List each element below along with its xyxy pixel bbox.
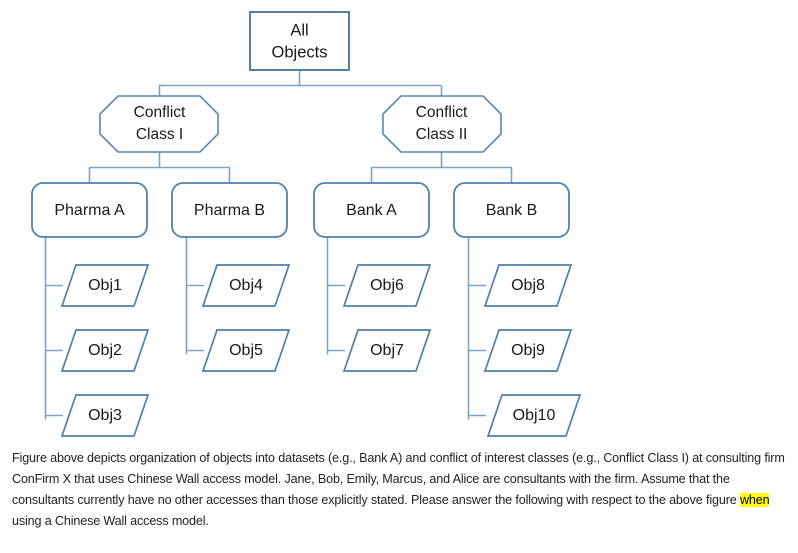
obj1-shape [60, 264, 150, 307]
conflict-class-2-shape [382, 95, 502, 153]
node-obj7[interactable]: Obj7 [342, 329, 432, 372]
obj10-shape [486, 394, 582, 437]
connector-group-class1-to-datasets [88, 152, 231, 183]
pharma-b-shape [171, 182, 288, 238]
obj9-shape [483, 329, 573, 372]
obj2-label: Obj2 [88, 342, 122, 359]
obj8-label: Obj8 [511, 277, 545, 294]
connector-group-pharma-a-objects [44, 237, 63, 420]
obj9-label: Obj9 [511, 342, 545, 359]
obj6-shape [342, 264, 432, 307]
obj3-shape [60, 394, 150, 437]
bank-b-label: Bank B [486, 202, 538, 219]
conflict-class-2-label-line1: Conflict [416, 104, 468, 121]
pharma-b-label: Pharma B [194, 202, 265, 219]
obj2-shape [60, 329, 150, 372]
obj6-label: Obj6 [370, 277, 404, 294]
node-obj4[interactable]: Obj4 [201, 264, 291, 307]
obj5-label: Obj5 [229, 342, 263, 359]
node-conflict-class-2[interactable]: Conflict Class II [382, 95, 502, 153]
node-obj3[interactable]: Obj3 [60, 394, 150, 437]
figure-caption: Figure above depicts organization of obj… [12, 448, 788, 532]
obj7-label: Obj7 [370, 342, 404, 359]
bank-a-shape [313, 182, 430, 238]
pharma-a-shape [31, 182, 148, 238]
conflict-class-1-label-line2: Class I [136, 126, 183, 143]
obj4-label: Obj4 [229, 277, 263, 294]
all-objects-label-line2: Objects [272, 43, 328, 61]
node-obj6[interactable]: Obj6 [342, 264, 432, 307]
connector-group-pharma-b-objects [185, 237, 204, 355]
node-bank-b[interactable]: Bank B [453, 182, 570, 238]
node-conflict-class-1[interactable]: Conflict Class I [99, 95, 219, 153]
node-pharma-b[interactable]: Pharma B [171, 182, 288, 238]
bank-b-shape [453, 182, 570, 238]
node-pharma-a[interactable]: Pharma A [31, 182, 148, 238]
all-objects-label-line1: All [290, 21, 308, 39]
conflict-class-1-shape [99, 95, 219, 153]
connector-group-root-to-classes [158, 70, 443, 96]
node-obj10[interactable]: Obj10 [486, 394, 582, 437]
obj8-shape [483, 264, 573, 307]
node-obj9[interactable]: Obj9 [483, 329, 573, 372]
connector-group-bank-b-objects [467, 237, 486, 420]
hierarchy-diagram-svg: All Objects Conflict Class I Conflict Cl… [31, 11, 582, 437]
connector-group-class2-to-datasets [370, 152, 513, 183]
obj1-label: Obj1 [88, 277, 122, 294]
obj10-label: Obj10 [513, 407, 556, 424]
obj3-label: Obj3 [88, 407, 122, 424]
node-obj2[interactable]: Obj2 [60, 329, 150, 372]
conflict-class-1-label-line1: Conflict [134, 104, 186, 121]
obj4-shape [201, 264, 291, 307]
bank-a-label: Bank A [346, 202, 397, 219]
caption-text-part2: using a Chinese Wall access model. [12, 514, 209, 528]
node-bank-a[interactable]: Bank A [313, 182, 430, 238]
node-obj1[interactable]: Obj1 [60, 264, 150, 307]
obj7-shape [342, 329, 432, 372]
obj5-shape [201, 329, 291, 372]
node-all-objects[interactable]: All Objects [249, 11, 350, 71]
caption-highlighted-word: when [739, 493, 770, 507]
hierarchy-figure: All Objects Conflict Class I Conflict Cl… [31, 11, 582, 437]
node-obj5[interactable]: Obj5 [201, 329, 291, 372]
caption-text-part1: Figure above depicts organization of obj… [12, 451, 785, 507]
pharma-a-label: Pharma A [54, 202, 125, 219]
connector-group-bank-a-objects [326, 237, 345, 355]
all-objects-shape [249, 11, 350, 71]
conflict-class-2-label-line2: Class II [416, 126, 468, 143]
node-obj8[interactable]: Obj8 [483, 264, 573, 307]
